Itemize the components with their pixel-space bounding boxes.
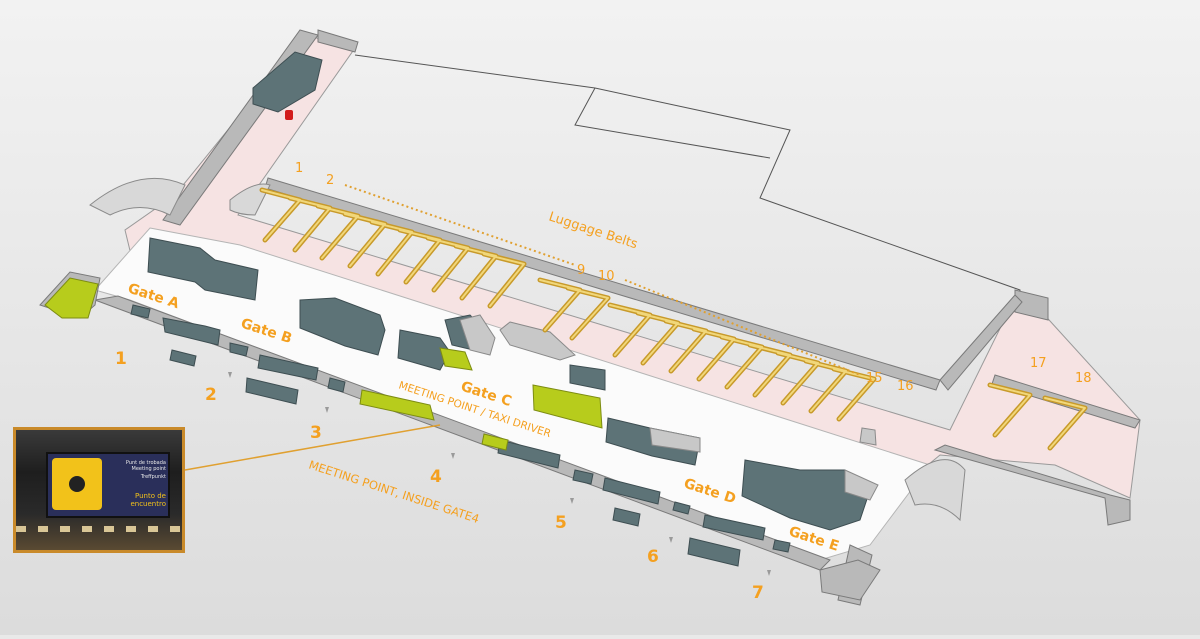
exit-arrows — [228, 372, 771, 576]
belt-number-15: 15 — [866, 371, 883, 386]
ceiling-lights — [16, 526, 182, 532]
belt-number-9: 9 — [577, 263, 585, 278]
meeting-point-areas — [44, 277, 603, 451]
sign-text-catalan: Punt de trobada — [125, 460, 166, 466]
photo-connector-line — [184, 424, 441, 471]
exit-number-5: 5 — [555, 513, 567, 533]
meeting-point-icon — [52, 458, 102, 510]
belt-dotted-lines — [344, 184, 861, 376]
meeting-point-sign: Punt de trobada Meeting point Treffpunkt… — [46, 452, 170, 518]
building-outline-inner — [574, 87, 771, 159]
service-blocks — [459, 314, 879, 501]
meeting-point-photo: Punt de trobada Meeting point Treffpunkt… — [13, 427, 185, 553]
sign-text-spanish-2: encuentro — [130, 500, 166, 508]
marker-red — [285, 110, 293, 120]
belt-number-1: 1 — [295, 161, 303, 176]
belt-number-2: 2 — [326, 173, 334, 188]
sign-text-german: Treffpunkt — [140, 474, 166, 480]
entrance-domes — [89, 177, 966, 522]
sign-text-spanish-1: Punto de — [135, 492, 166, 500]
belt-number-18: 18 — [1075, 371, 1092, 386]
exit-number-4: 4 — [430, 467, 442, 487]
exit-number-3: 3 — [310, 423, 322, 443]
building-blocks — [130, 51, 871, 567]
exit-number-2: 2 — [205, 385, 217, 405]
exit-number-6: 6 — [647, 547, 659, 567]
belt-number-10: 10 — [598, 269, 615, 284]
exit-number-7: 7 — [752, 583, 764, 603]
luggage-belts-highlight — [261, 189, 1086, 449]
sign-text-english: Meeting point — [131, 466, 167, 472]
belt-number-16: 16 — [897, 379, 914, 394]
exit-number-1: 1 — [115, 349, 127, 369]
belt-number-17: 17 — [1030, 356, 1047, 371]
